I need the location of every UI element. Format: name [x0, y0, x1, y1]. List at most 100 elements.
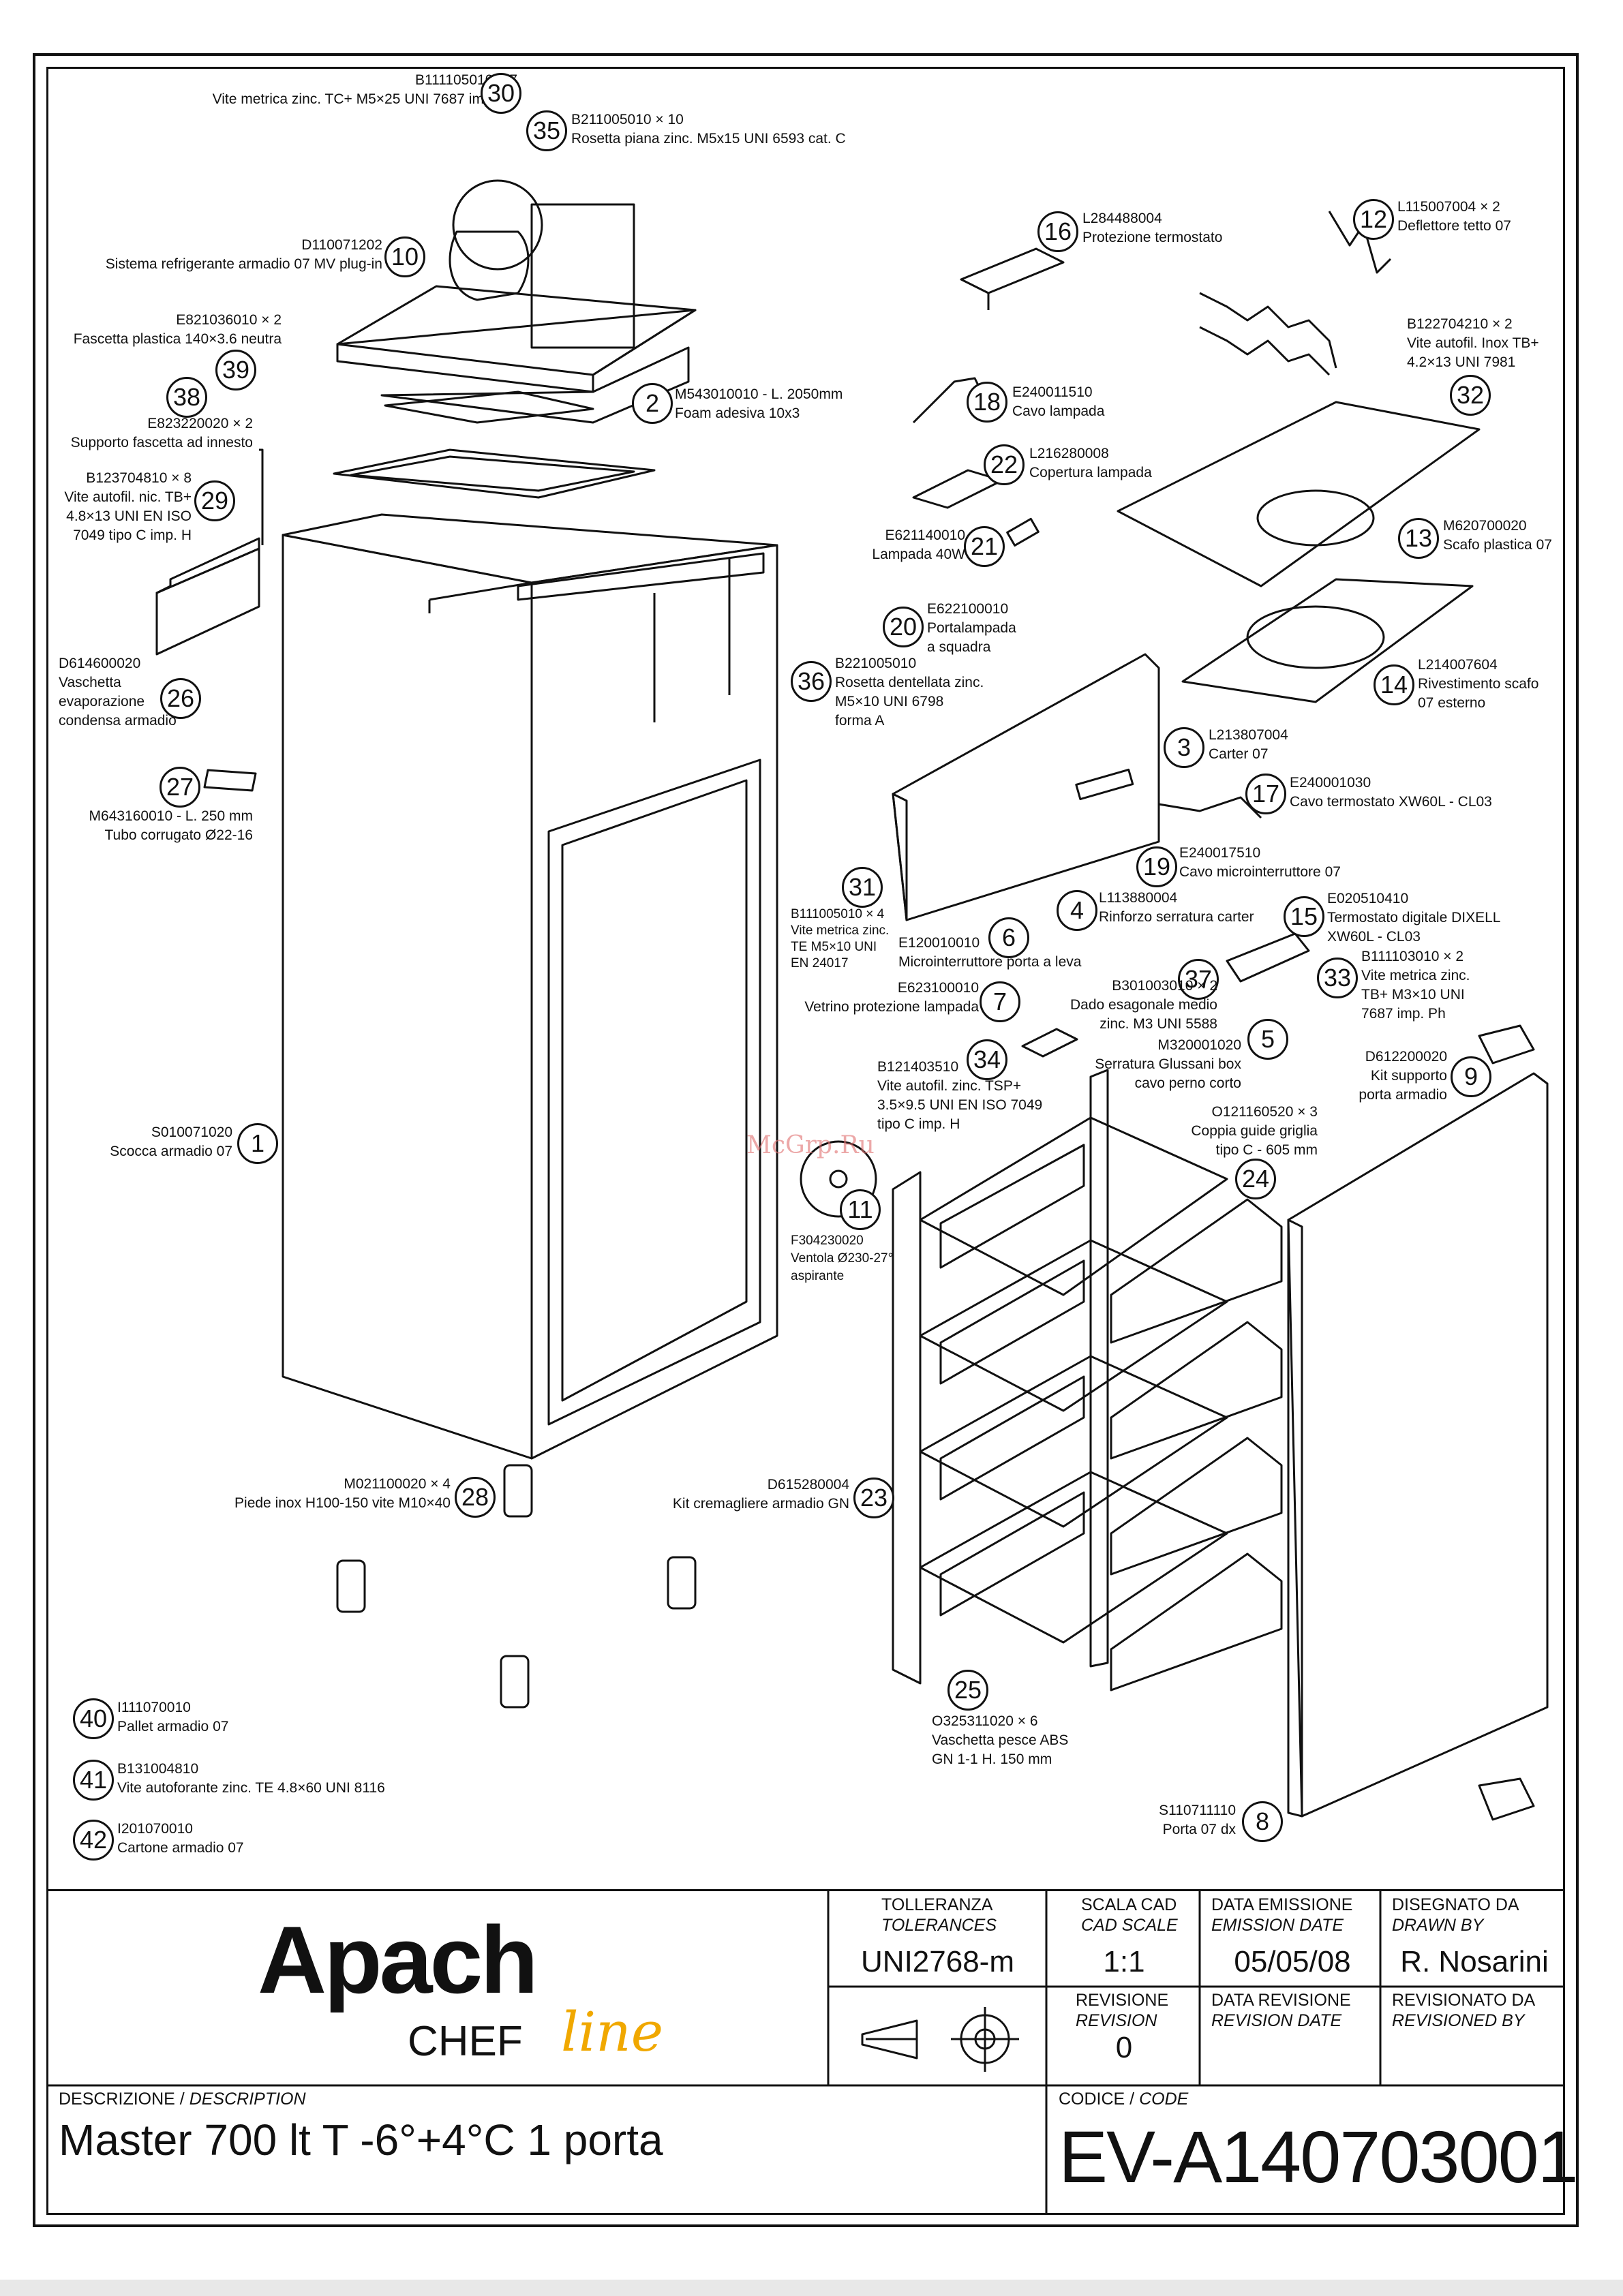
callout-line: Cavo termostato XW60L - CL03	[1290, 794, 1492, 810]
shelving-with-pans	[892, 1069, 1283, 1692]
callout-line: evaporazione	[59, 694, 145, 709]
callout-line: L115007004 × 2	[1397, 199, 1500, 215]
carter-panel	[892, 653, 1160, 921]
callout-line: E821036010 × 2	[176, 312, 282, 328]
logo-sub: CHEF	[408, 2018, 523, 2065]
callout-27-text: M643160010 - L. 250 mm Tubo corrugato Ø22…	[89, 807, 253, 845]
callout-line: GN 1-1 H. 150 mm	[932, 1751, 1052, 1767]
callout-line: aspirante	[791, 1269, 845, 1283]
callout-line: Coppia guide griglia	[1191, 1123, 1318, 1139]
callout-line: TE M5×10 UNI	[791, 940, 877, 954]
revision-value: 0	[1115, 2031, 1133, 2064]
callout-line: B111005010 × 4	[791, 907, 885, 921]
callout-line: forma A	[835, 713, 885, 729]
tolerance-label-en: TOLERANCES	[881, 1916, 997, 1935]
code-cell: CODICE / CODE EV-A140703001	[1059, 2089, 1579, 2211]
callout-line: E622100010	[927, 601, 1009, 617]
callout-8-number: 8	[1242, 1801, 1283, 1842]
callout-22-number: 22	[984, 444, 1025, 485]
callout-line: D615280004	[767, 1477, 849, 1493]
callout-27-number: 27	[160, 767, 200, 808]
callout-line: Vite metrica zinc.	[791, 923, 890, 938]
callout-35-number: 35	[526, 110, 567, 151]
callout-line: EN 24017	[791, 956, 849, 970]
callout-line: I201070010	[117, 1821, 193, 1837]
callout-9-number: 9	[1451, 1056, 1491, 1097]
callout-line: 7687 imp. Ph	[1361, 1006, 1446, 1022]
cabinet-feet	[336, 1464, 697, 1709]
callout-32-number: 32	[1450, 375, 1491, 416]
callout-line: Vite autoforante zinc. TE 4.8×60 UNI 811…	[117, 1780, 385, 1796]
callout-37-number: 37	[1178, 959, 1219, 1000]
callout-line: Vaschetta	[59, 675, 121, 690]
logo-script: line	[561, 2000, 664, 2064]
drawing-inner-border	[46, 67, 1565, 2215]
drawn-by-label-en: DRAWN BY	[1392, 1916, 1484, 1935]
callout-29-number: 29	[194, 480, 235, 521]
callout-line: tipo C - 605 mm	[1215, 1142, 1318, 1158]
callout-line: Deflettore tetto 07	[1397, 218, 1511, 234]
tolerance-value: UNI2768-m	[861, 1945, 1014, 1978]
callout-line: Kit supporto	[1370, 1068, 1447, 1084]
callout-line: Vite autofil. zinc. TSP+	[877, 1078, 1022, 1094]
drawn-by-label: DISEGNATO DA	[1392, 1895, 1519, 1914]
callout-line: zinc. M3 UNI 5588	[1099, 1016, 1217, 1032]
callout-line: Rivestimento scafo	[1418, 676, 1539, 692]
callout-line: L284488004	[1082, 211, 1162, 226]
hull-cladding	[1181, 578, 1474, 703]
callout-line: L113880004	[1099, 890, 1178, 906]
refrigeration-unit	[336, 179, 697, 424]
callout-33-number: 33	[1317, 958, 1358, 998]
callout-line: E823220020 × 2	[147, 416, 253, 431]
callout-line: L213807004	[1209, 727, 1288, 743]
company-logo: Apach CHEF line	[217, 1905, 694, 2075]
callout-line: Serratura Glussani box	[1095, 1056, 1241, 1072]
watermark-text: McGrp.Ru	[746, 1131, 875, 1159]
callout-25-number: 25	[947, 1670, 988, 1711]
callout-7-number: 7	[980, 981, 1020, 1022]
callout-line: Rosetta piana zinc. M5x15 UNI 6593 cat. …	[571, 131, 846, 147]
callout-line: Copertura lampada	[1029, 465, 1152, 480]
callout-3-number: 3	[1164, 727, 1204, 768]
code-label-en: CODE	[1139, 2090, 1189, 2109]
callout-20-number: 20	[883, 607, 924, 647]
callout-28-number: 28	[455, 1477, 496, 1518]
callout-4-number: 4	[1057, 890, 1097, 931]
callout-line: S110711110	[1159, 1803, 1236, 1818]
callout-line: M320001020	[1157, 1037, 1241, 1053]
callout-line: Cartone armadio 07	[117, 1840, 244, 1856]
callout-line: Rosetta dentellata zinc.	[835, 675, 984, 690]
callout-line: M643160010 - L. 250 mm	[89, 808, 253, 824]
callout-line: Vetrino protezione lampada	[804, 999, 979, 1015]
callout-12-text: L115007004 × 2 Deflettore tetto 07	[1397, 198, 1511, 236]
callout-line: E120010010	[898, 935, 980, 951]
callout-line: Cavo microinterruttore 07	[1179, 864, 1341, 880]
callout-line: E240017510	[1179, 845, 1261, 861]
callout-line: Portalampada	[927, 620, 1016, 636]
thermostat-cover	[960, 247, 1065, 310]
callout-line: D110071202	[301, 237, 382, 253]
callout-line: Tubo corrugato Ø22-16	[104, 827, 253, 843]
callout-line: B122704210 × 2	[1407, 316, 1513, 332]
callout-line: Pallet armadio 07	[117, 1719, 229, 1734]
revision-date-label: DATA REVISIONE	[1211, 1991, 1351, 2010]
